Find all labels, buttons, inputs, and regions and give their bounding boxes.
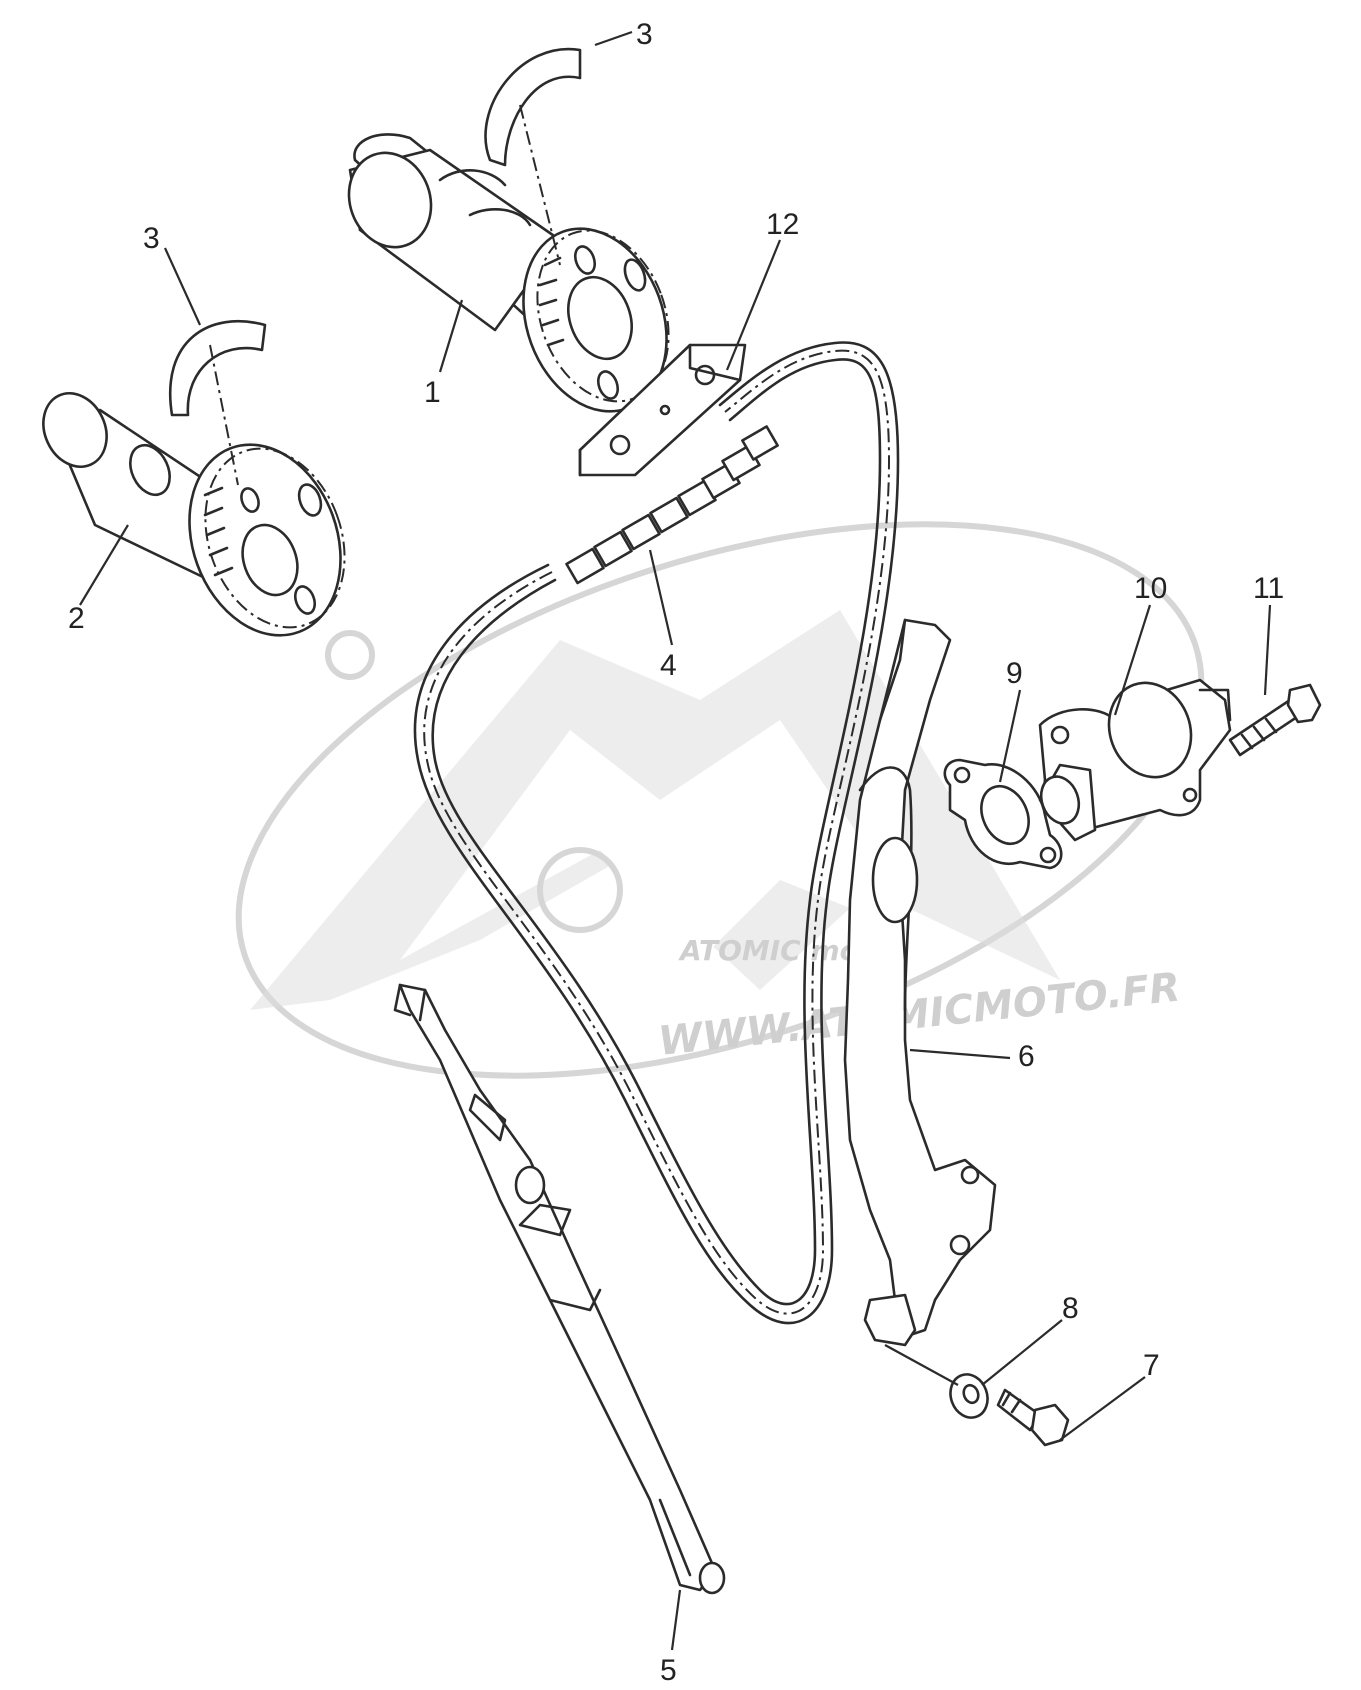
callout-labels: 3 3 1 2 12 4 5 6 7 8 9 10 11: [68, 18, 1284, 1687]
part-9-gasket: [943, 758, 1063, 870]
callout-8: 8: [1062, 1292, 1079, 1325]
part-6-tensioner-guide: [843, 618, 997, 1347]
callout-9: 9: [1006, 657, 1023, 690]
part-1-camshaft-upper: [347, 104, 670, 413]
callout-7: 7: [1143, 1349, 1160, 1382]
part-2-camshaft-lower: [42, 344, 346, 637]
callout-2: 2: [68, 602, 85, 635]
callout-10: 10: [1134, 572, 1167, 605]
callout-5: 5: [660, 1654, 677, 1687]
part-3-upper-clip: [484, 47, 582, 167]
callout-12: 12: [766, 208, 799, 241]
part-11-bolt: [1228, 683, 1322, 757]
part-4-cam-chain: [413, 341, 900, 1325]
callout-6: 6: [1018, 1040, 1035, 1073]
callout-4: 4: [660, 649, 677, 682]
watermark-logo: ATOMIC moto WWW.ATOMICMOTO.FR: [235, 521, 1205, 1079]
part-12-chain-guide-plate: [578, 343, 747, 477]
leader-lines: [79, 30, 1272, 1651]
part-7-bolt: [996, 1388, 1070, 1447]
callout-3-upper: 3: [636, 18, 653, 51]
part-3-lower-clip: [169, 320, 267, 417]
callout-3-lower: 3: [143, 222, 160, 255]
part-5-chain-guide-front: [393, 983, 726, 1595]
part-8-washer: [949, 1373, 989, 1419]
callout-11: 11: [1253, 572, 1284, 605]
part-10-tensioner: [1038, 678, 1232, 842]
callout-1: 1: [424, 376, 441, 409]
